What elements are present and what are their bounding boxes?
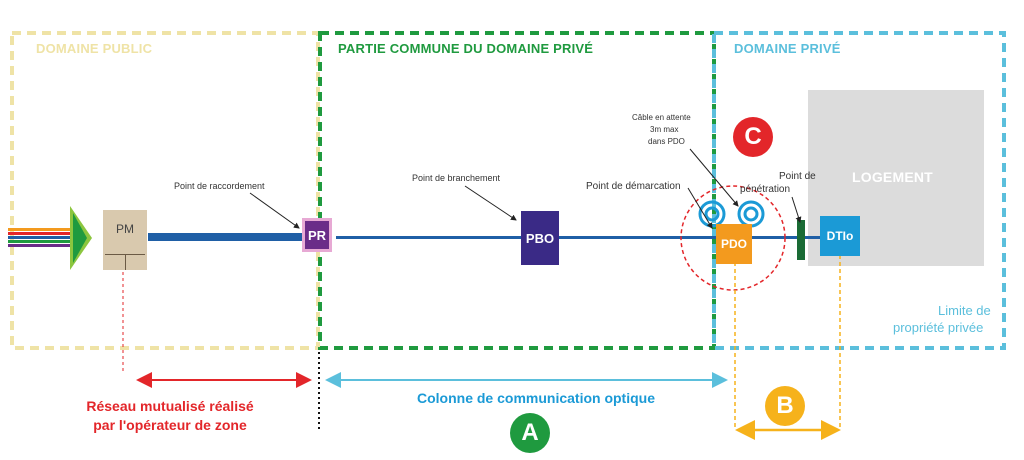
zone-common-frame xyxy=(318,31,716,350)
pr-box: PR xyxy=(302,218,332,252)
main-cable-end xyxy=(806,236,824,239)
badge-c: C xyxy=(733,117,773,157)
pm-label: PM xyxy=(116,222,134,236)
badge-b: B xyxy=(765,386,805,426)
zone-private-title: DOMAINE PRIVÉ xyxy=(734,41,841,56)
limit-label-1: Limite de xyxy=(938,303,991,318)
network-legend-line-1: Réseau mutualisé réalisé xyxy=(86,398,254,414)
pbo-box: PBO xyxy=(521,211,559,265)
raccordement-label: Point de raccordement xyxy=(174,181,265,191)
dwelling-title: LOGEMENT xyxy=(852,169,933,185)
pm-divider-vertical xyxy=(125,254,126,270)
zone-private-frame xyxy=(712,31,1006,350)
zone-common-title: PARTIE COMMUNE DU DOMAINE PRIVÉ xyxy=(338,41,594,56)
limit-label-2: propriété privée xyxy=(893,320,984,335)
pdo-box: PDO xyxy=(716,224,752,264)
column-legend: Colonne de communication optique xyxy=(417,390,655,406)
demarcation-label: Point de démarcation xyxy=(586,181,681,192)
cable-label-2: 3m max xyxy=(650,125,679,134)
zone-public-frame xyxy=(10,31,320,350)
penetration-label-2: pénétration xyxy=(740,184,791,195)
main-cable-thick xyxy=(148,233,303,241)
zone-public-title: DOMAINE PUBLIC xyxy=(36,41,153,56)
penetration-point-bar xyxy=(797,220,805,260)
dtio-box: DTIo xyxy=(820,216,860,256)
badge-a: A xyxy=(510,413,550,453)
main-cable-thin xyxy=(336,236,806,239)
pdo-zone-circle xyxy=(680,185,786,291)
penetration-label-1: Point de xyxy=(779,171,816,182)
incoming-fibers xyxy=(8,206,92,270)
cable-label-3: dans PDO xyxy=(648,137,685,146)
cable-coil-icon xyxy=(698,200,765,228)
pm-cabinet: PM xyxy=(103,210,147,270)
network-legend-line-2: par l'opérateur de zone xyxy=(93,417,247,433)
cable-label-1: Câble en attente xyxy=(632,113,691,122)
branchement-label: Point de branchement xyxy=(412,173,501,183)
